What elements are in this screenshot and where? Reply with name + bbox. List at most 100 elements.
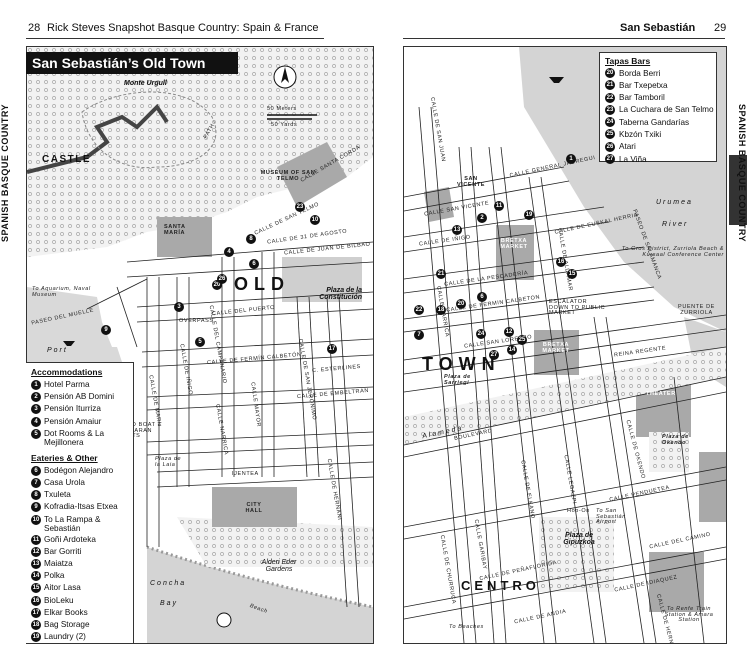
san-vicente-label: SAN VICENTE [456,176,486,188]
marker: 27 [489,350,499,360]
legend-name: Pensión AB Domini [44,392,115,402]
monte-urgull-label: Monte Urgull [124,80,167,87]
santa-maria-label: SANTA MARÍA [164,224,186,236]
overpass-label: OVERPASS [179,318,214,324]
legend-name: Hotel Parma [44,380,90,389]
plaza-laia-label: Plaza de la Laia [155,456,182,468]
scale-meters: 50 Meters [267,106,297,112]
hop-on-label: Hop-On [567,508,590,514]
marker: 26 [217,274,227,284]
marker: 1 [566,154,576,164]
tapas-bars-heading: Tapas Bars [605,56,651,66]
legend-name: Bar Txepetxa [619,80,668,90]
bay-label: Bay [160,600,179,607]
marker: 4 [224,247,234,257]
marker: 18 [436,305,446,315]
side-tab-right: SPANISH BASQUE COUNTRY [731,100,747,250]
legend-number: 5 [31,428,41,439]
header-rule-left [26,38,324,39]
legend-name: Borda Berri [619,68,661,78]
bretxa-market-bottom-label: BRETXA MARKET [542,342,570,354]
legend-number: 13 [31,559,41,570]
legend-number: 23 [605,104,615,115]
marker: 21 [436,269,446,279]
legend-name: Pensión Amaiur [44,416,102,426]
legend-number: 15 [31,583,41,594]
port-label: Port [47,347,68,354]
legend-number: 2 [31,392,41,403]
legend-number: 12 [31,546,41,557]
marker: 13 [452,225,462,235]
concha-label: Concha [150,580,187,587]
plaza-sarriegi-label: Plaza de Sarriegi [444,374,471,386]
town-label: TOWN [422,354,501,374]
accommodations-heading: Accommodations [31,367,103,377]
legend-name: Pensión Iturriza [44,404,101,414]
marker: 25 [517,335,527,345]
marker: 20 [212,280,222,290]
puente-label: PUENTE DE ZURRIOLA [678,304,715,316]
legend-name: Dot Rooms & La Mejillonera [44,428,105,447]
beaches-label: To Beaches [449,624,484,630]
marker: 20 [456,299,466,309]
legend-number: 14 [31,571,41,582]
legend-name: La Cuchara de San Telmo [619,105,714,115]
escalator-label: ESCALATOR DOWN TO PUBLIC MARKET [549,299,606,316]
legend-name: Casa Urola [44,477,85,487]
legend-number: 6 [31,465,41,476]
legend-name: Txuleta [44,490,71,500]
marker: 24 [476,329,486,339]
marker: 22 [414,305,424,315]
legend-name: Bar Gorriti [44,546,82,556]
river-label: River [662,221,689,228]
legend-number: 4 [31,416,41,427]
legend-name: La Viña [619,154,647,164]
renfe-label: To Renfe Train Station & Amara Station [664,606,714,623]
marker: 2 [477,213,487,223]
marker: 11 [494,201,504,211]
page-number-left: 28 [28,22,41,34]
scale-yards: 50 Yards [271,122,298,128]
legend-number: 16 [31,595,41,606]
old-town-map-graphics [27,47,373,643]
airport-label: To San Sebastián Airport [596,508,626,525]
legend-number: 9 [31,502,41,513]
marker: 17 [327,344,337,354]
legend-name: Taberna Gandarías [619,117,690,127]
legend-number: 22 [605,92,615,103]
castle-label: CASTLE [42,154,91,165]
urumea-label: Urumea [656,199,693,206]
book-title-header: Rick Steves Snapshot Basque Country: Spa… [47,22,319,34]
legend-name: Elkar Books [44,607,88,617]
theater-label: THEATER [646,391,676,397]
old-town-map-title: San Sebastián’s Old Town [26,52,238,74]
side-tab-left-label: SPANISH BASQUE COUNTRY [0,103,11,243]
legend-number: 11 [31,534,41,545]
marker: 10 [310,215,320,225]
section-title-header: San Sebastián [620,22,696,34]
legend-name: Kofradia-Itsas Etxea [44,502,118,512]
legend-number: 18 [31,620,41,630]
plaza-gipuzkoa-label: Plaza de Gipuzkoa [563,532,595,546]
side-tab-left: SPANISH BASQUE COUNTRY [0,100,18,250]
legend-name: Bag Storage [44,620,90,629]
plaza-constitucion-label: Plaza de la Constitución [319,287,362,301]
